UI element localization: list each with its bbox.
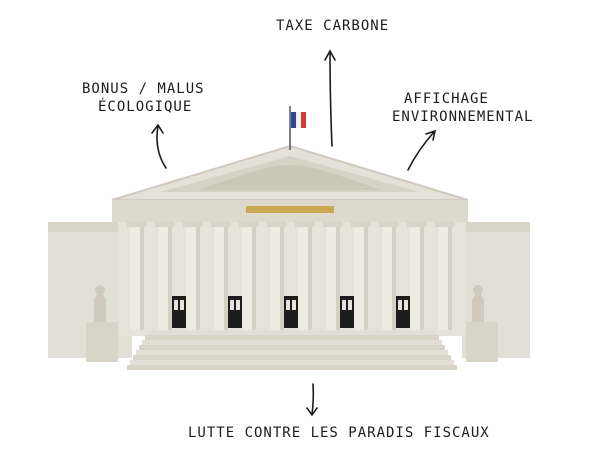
door-pane <box>230 300 234 310</box>
stair-step <box>148 330 436 335</box>
left-statue <box>94 293 106 330</box>
label-bonus-malus-line1: BONUS / MALUS <box>82 81 205 97</box>
column-shade <box>280 222 284 330</box>
column-shade <box>308 222 312 330</box>
column-shade <box>336 222 340 330</box>
doors <box>172 296 410 328</box>
arrow-affichage <box>407 131 435 171</box>
label-lutte: LUTTE CONTRE LES PARADIS FISCAUX <box>188 425 490 441</box>
door-pane <box>292 300 296 310</box>
door-pane <box>180 300 184 310</box>
column-capital <box>239 222 259 227</box>
column-capital <box>435 222 455 227</box>
arrow-bonus-malus <box>156 125 167 169</box>
column-capital <box>323 222 343 227</box>
stair-step <box>145 335 439 340</box>
door-pane <box>404 300 408 310</box>
column-shade <box>196 222 200 330</box>
column-shade <box>364 222 368 330</box>
column-capital <box>267 222 287 227</box>
flag-white <box>296 112 301 128</box>
column-capital <box>183 222 203 227</box>
colonnade <box>127 222 455 330</box>
stair-step <box>142 340 442 345</box>
label-affichage: AFFICHAGE ENVIRONNEMENTAL <box>392 90 533 126</box>
column-capital <box>351 222 371 227</box>
column-shade <box>448 222 452 330</box>
stair-step <box>130 360 454 365</box>
right-statue <box>472 293 484 330</box>
column-capital <box>155 222 175 227</box>
column-shade <box>140 222 144 330</box>
flag-blue <box>291 112 296 128</box>
arrow-taxe-carbone <box>329 51 333 147</box>
flag-red <box>301 112 306 128</box>
column-capital <box>295 222 315 227</box>
arrow-lutte <box>311 383 315 415</box>
column-capital <box>407 222 427 227</box>
column-shade <box>252 222 256 330</box>
stair-step <box>139 345 445 350</box>
column-capital <box>211 222 231 227</box>
door-pane <box>342 300 346 310</box>
inscription-gold <box>246 206 334 213</box>
door-pane <box>236 300 240 310</box>
label-affichage-line2: ENVIRONNEMENTAL <box>392 109 534 126</box>
door-pane <box>348 300 352 310</box>
column-shade <box>392 222 396 330</box>
label-taxe-carbone: TAXE CARBONE <box>276 18 390 34</box>
stair-step <box>133 355 451 360</box>
door-pane <box>286 300 290 310</box>
label-bonus-malus-line2: ÉCOLOGIQUE <box>98 99 193 116</box>
column-capital <box>379 222 399 227</box>
column-shade <box>224 222 228 330</box>
label-bonus-malus: BONUS / MALUS ÉCOLOGIQUE <box>82 80 205 116</box>
column-shade <box>168 222 172 330</box>
stairs <box>127 330 457 370</box>
column-shade <box>420 222 424 330</box>
column-capital <box>127 222 147 227</box>
label-affichage-line1: AFFICHAGE <box>404 91 489 107</box>
door-pane <box>398 300 402 310</box>
stair-step <box>127 365 457 370</box>
door-pane <box>174 300 178 310</box>
stair-step <box>136 350 448 355</box>
